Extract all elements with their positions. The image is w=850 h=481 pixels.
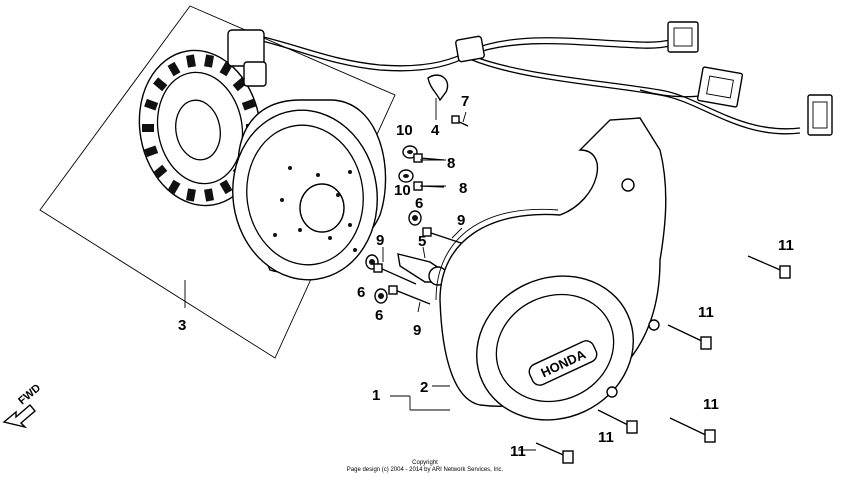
stator-pole (144, 145, 159, 158)
copyright-notice: Copyright Page design (c) 2004 - 2014 by… (0, 460, 850, 474)
callout-8-a: 8 (447, 155, 455, 172)
fwd-label: FWD (16, 382, 43, 407)
leader-lines (184, 98, 536, 451)
stator-pole (204, 188, 215, 202)
stator-pole (152, 77, 168, 92)
stator-pole (219, 179, 233, 195)
callout-6-b: 6 (357, 284, 365, 301)
callout-11-d: 11 (598, 429, 614, 446)
stator-pole (167, 61, 181, 77)
stator-pole (185, 188, 196, 202)
stator-coil (138, 29, 267, 207)
copyright-line-1: Copyright (412, 460, 438, 466)
stator-pole (185, 54, 196, 68)
callout-11-a: 11 (778, 237, 794, 254)
callout-6-c: 6 (375, 307, 383, 324)
wiring-harness (254, 21, 833, 136)
callout-1: 1 (372, 387, 380, 404)
stator-group-outline (39, 5, 396, 359)
callout-11-c: 11 (703, 396, 719, 413)
callout-9-b: 9 (376, 232, 384, 249)
callout-11-e: 11 (510, 443, 526, 460)
callout-10-a: 10 (396, 122, 413, 139)
stator-pole (241, 98, 256, 111)
cover-gasket (435, 208, 559, 301)
callout-3: 3 (178, 317, 186, 334)
callout-4: 4 (431, 122, 440, 139)
callout-7: 7 (461, 93, 469, 110)
stator-pole (204, 54, 215, 68)
callout-11-b: 11 (698, 304, 714, 321)
callout-9-c: 9 (413, 322, 421, 339)
copyright-line-2: Page design (c) 2004 - 2014 by ARI Netwo… (346, 467, 504, 473)
stator-pole (142, 124, 154, 132)
callout-8-b: 8 (459, 180, 467, 197)
stator-pole (167, 179, 181, 195)
left-crankcase-cover: HONDA (439, 117, 667, 421)
callout-6-a: 6 (415, 195, 423, 212)
stator-pole (144, 98, 159, 111)
stator-pole (152, 164, 168, 179)
flywheel-rotor (232, 99, 387, 281)
callout-2: 2 (420, 379, 428, 396)
callout-9-a: 9 (457, 212, 465, 229)
fwd-arrow: FWD (2, 382, 43, 429)
callout-5: 5 (418, 233, 426, 250)
cover-bolts (535, 255, 791, 464)
callout-10-b: 10 (394, 182, 411, 199)
